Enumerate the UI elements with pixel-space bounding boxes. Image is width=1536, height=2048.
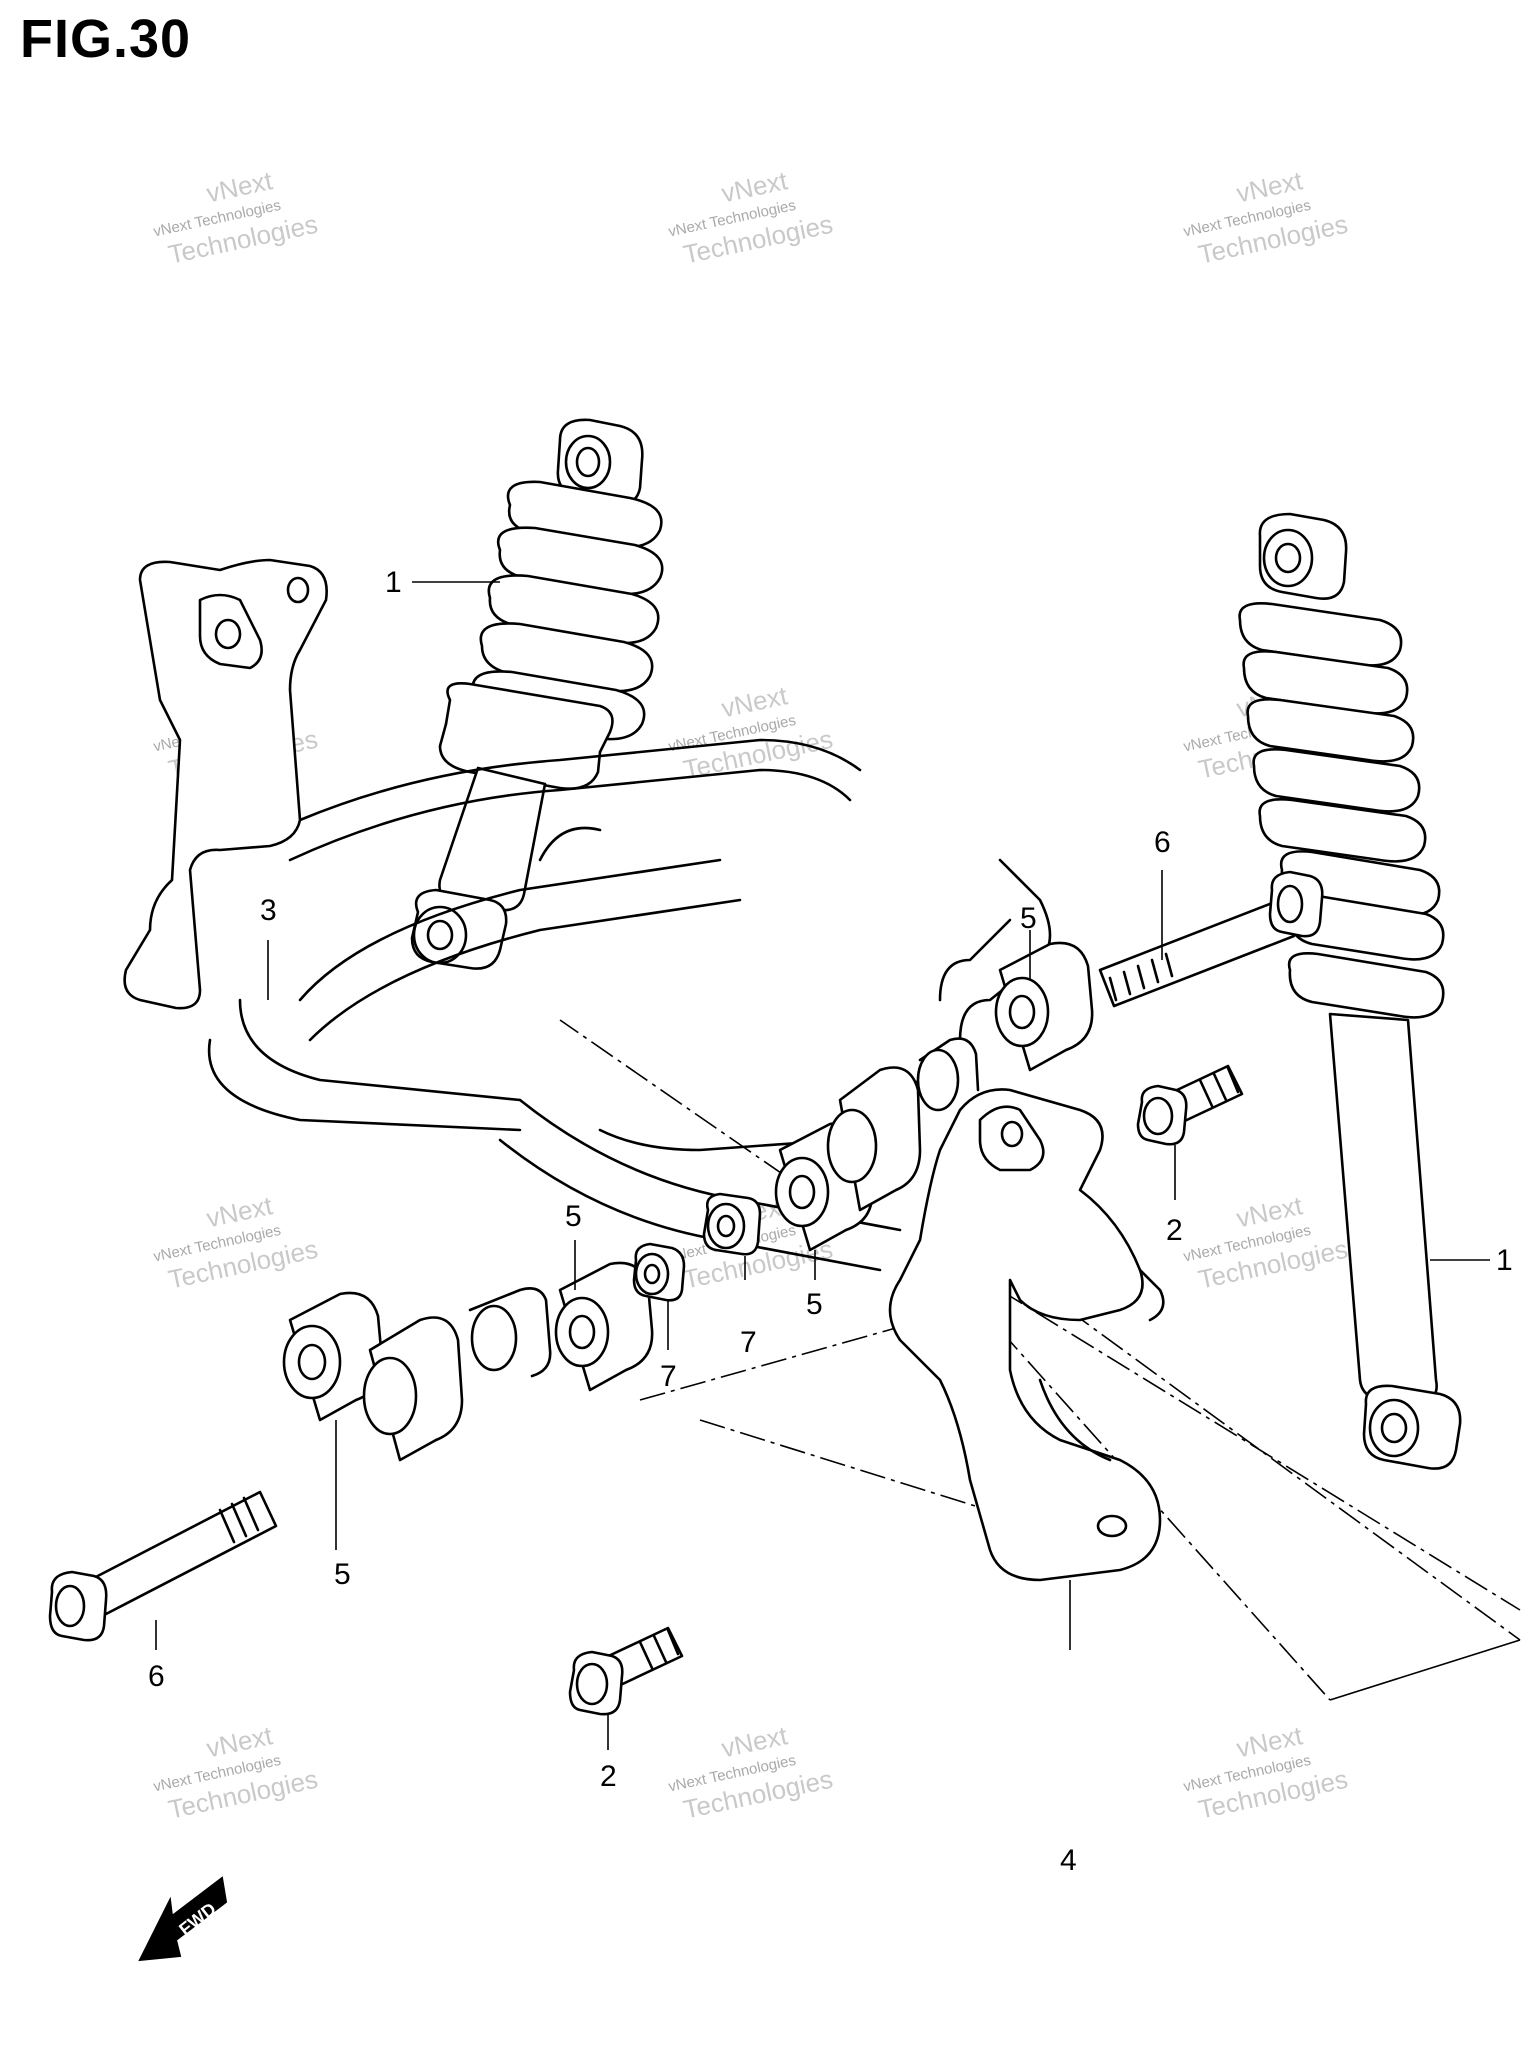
nut-icon [632,1242,686,1302]
leader-lines [155,581,1490,1750]
lower-arm-icon [498,1088,1165,1582]
callout-7-b: 7 [660,1360,677,1393]
flange-bolt-icon [1136,1064,1244,1146]
callout-4: 4 [1060,1844,1077,1877]
watermark-11: vNext vNext Technologies Technologies [667,1720,835,1825]
bushing-icon [994,941,1094,1072]
bushing-icon [554,1261,654,1392]
callout-2-upper: 2 [1166,1214,1183,1247]
callout-7-a: 7 [740,1326,757,1359]
watermark-10: vNext vNext Technologies Technologies [152,1720,320,1825]
callout-1-right: 1 [1496,1244,1513,1277]
callout-1-top: 1 [385,566,402,599]
callout-5-mid: 5 [565,1200,582,1233]
figure-title: FIG.30 [20,9,192,69]
shock-absorber-icon [410,418,664,970]
long-bolt-icon [48,1490,278,1642]
callout-numbers: 1 3 6 5 2 1 5 5 7 7 5 6 2 4 [148,566,1513,1877]
upper-arm-icon [123,558,1052,1152]
long-bolt-icon [1098,870,1324,1008]
watermark-9: vNext vNext Technologies Technologies [1182,1190,1350,1295]
watermark-1: vNext vNext Technologies Technologies [152,165,320,270]
watermark-12: vNext vNext Technologies Technologies [1182,1720,1350,1825]
watermark-2: vNext vNext Technologies Technologies [667,165,835,270]
callout-2-lower: 2 [600,1760,617,1793]
callout-6-left: 6 [148,1660,165,1693]
callout-3: 3 [260,894,277,927]
forward-direction-arrow-icon: FWD [138,1876,228,1962]
arm-sleeves [362,1037,980,1462]
watermark-5: vNext vNext Technologies Technologies [667,680,835,785]
nut-icon [702,1192,762,1256]
callout-5-top: 5 [1020,902,1037,935]
watermark-7: vNext vNext Technologies Technologies [152,1190,320,1295]
callout-5-center: 5 [806,1288,823,1321]
watermark-3: vNext vNext Technologies Technologies [1182,165,1350,270]
bushing-icon [282,1291,384,1422]
callout-5-left: 5 [334,1558,351,1591]
shock-absorber-icon [1238,512,1462,1470]
flange-bolt-icon [568,1626,684,1716]
callout-6-top: 6 [1154,826,1171,859]
watermarks: vNext vNext Technologies Technologies vN… [152,165,1350,1825]
